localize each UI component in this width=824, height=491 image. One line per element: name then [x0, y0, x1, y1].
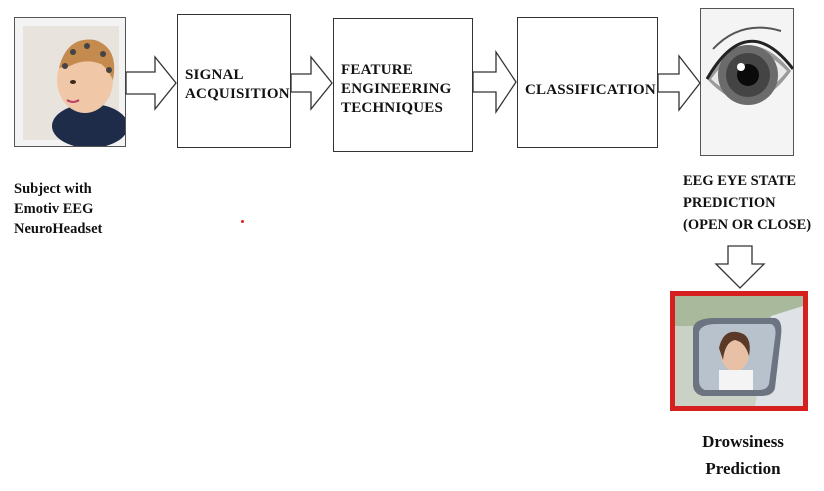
eye-state-caption-line-2: PREDICTION: [683, 195, 776, 211]
subject-caption-line-1: Subject with: [14, 181, 92, 197]
eye-image: [701, 9, 793, 155]
stray-red-dot: [241, 220, 244, 223]
feature-engineering-box: FEATURE ENGINEERING TECHNIQUES: [333, 18, 473, 152]
eye-state-caption-line-3: (OPEN OR CLOSE): [683, 217, 812, 233]
eye-state-caption: EEG EYE STATE PREDICTION (OPEN OR CLOSE): [683, 170, 811, 236]
signal-acquisition-line-2: ACQUISITION: [185, 86, 290, 102]
subject-caption-line-3: NeuroHeadset: [14, 221, 103, 237]
eye-photo: [700, 8, 794, 156]
drowsiness-photo: [670, 291, 808, 411]
feature-engineering-line-3: TECHNIQUES: [341, 100, 444, 116]
feature-engineering-line-2: ENGINEERING: [341, 81, 452, 97]
classification-line-1: CLASSIFICATION: [525, 82, 656, 98]
classification-box: CLASSIFICATION: [517, 17, 658, 148]
drowsiness-caption-line-2: Prediction: [705, 459, 781, 478]
drowsiness-caption-line-1: Drowsiness: [702, 432, 784, 451]
arrow-eye-to-drowsiness: [714, 245, 766, 289]
subject-caption-line-2: Emotiv EEG: [14, 201, 94, 217]
subject-caption: Subject with Emotiv EEG NeuroHeadset: [14, 179, 102, 239]
signal-acquisition-box: SIGNAL ACQUISITION: [177, 14, 291, 148]
child-with-headset-image: [15, 18, 125, 146]
subject-photo: [14, 17, 126, 147]
arrow-feature-to-classification: [472, 49, 517, 115]
arrow-acquisition-to-feature: [290, 55, 333, 111]
arrow-classification-to-eye: [657, 54, 701, 112]
feature-engineering-line-1: FEATURE: [341, 62, 413, 78]
arrow-subject-to-acquisition: [125, 55, 177, 111]
driver-mirror-image: [675, 296, 803, 406]
drowsiness-caption: Drowsiness Prediction: [678, 428, 808, 482]
eye-state-caption-line-1: EEG EYE STATE: [683, 173, 797, 189]
signal-acquisition-line-1: SIGNAL: [185, 67, 244, 83]
